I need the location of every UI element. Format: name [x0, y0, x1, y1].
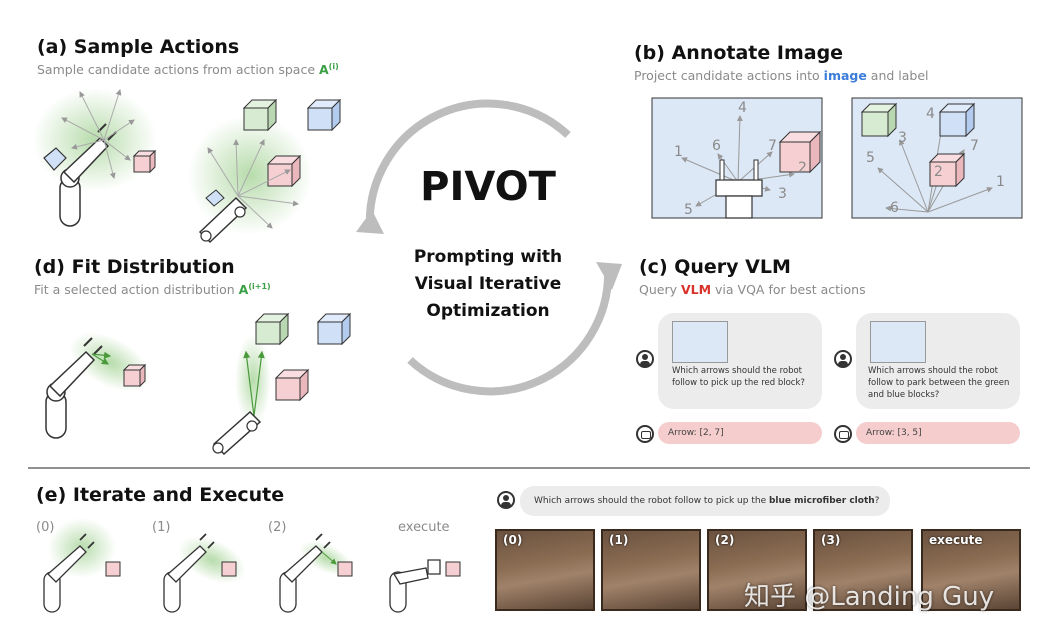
annotate-left-arrow-label: 4	[738, 100, 747, 116]
iterate-robot-1	[163, 533, 246, 613]
fit-arm-robot	[45, 332, 151, 439]
iteration-label-2: (2)	[268, 520, 287, 535]
query-answer-1: Arrow: [2, 7]	[658, 422, 822, 444]
annotate-right-arrow-label: 5	[866, 150, 875, 166]
photo-label: (1)	[609, 533, 629, 547]
annotate-left-arrow-label: 7	[768, 138, 777, 154]
image-highlight: image	[823, 68, 867, 83]
section-a-subtitle: Sample candidate actions from action spa…	[37, 62, 339, 77]
query-bubble-1: Which arrows should the robot follow to …	[658, 313, 822, 409]
section-a-title: (a) Sample Actions	[37, 36, 240, 58]
annotate-left-arrow-label: 5	[684, 202, 693, 218]
fit-vehicle-robot	[212, 312, 352, 456]
robot-avatar-icon	[834, 425, 852, 443]
action-space-superscript: (i)	[328, 62, 339, 71]
execute-question-post: ?	[874, 496, 880, 506]
execute-question-pre: Which arrows should the robot follow to …	[534, 496, 769, 506]
iterate-robot-2	[279, 533, 353, 613]
pivot-line-1: Prompting with	[413, 247, 563, 267]
distribution-symbol: A	[238, 282, 249, 298]
query-bubble-2: Which arrows should the robot follow to …	[856, 313, 1020, 409]
section-d-title: (d) Fit Distribution	[34, 256, 235, 278]
execute-query-bubble: Which arrows should the robot follow to …	[520, 486, 890, 516]
photo-label: execute	[929, 533, 983, 547]
query-answer-2: Arrow: [3, 5]	[856, 422, 1020, 444]
iteration-label-1: (1)	[152, 520, 171, 535]
section-b-subtitle-pre: Project candidate actions into	[634, 68, 824, 83]
pivot-expansion: Prompting with Visual Iterative Optimiza…	[398, 244, 578, 325]
section-a-subtitle-text: Sample candidate actions from action spa…	[37, 62, 319, 78]
annotate-right-arrow-label: 3	[898, 130, 907, 146]
user-avatar-icon	[636, 350, 654, 368]
execution-photo-execute: execute	[921, 529, 1021, 611]
execution-photo-2: (2)	[707, 529, 807, 611]
iterate-robot-0	[43, 518, 121, 613]
annotate-right-arrow-label: 7	[970, 138, 979, 154]
execution-photo-1: (1)	[601, 529, 701, 611]
query-question-1: Which arrows should the robot follow to …	[672, 366, 805, 388]
iteration-label-0: (0)	[36, 520, 55, 535]
annotate-left-arrow-label: 6	[712, 138, 721, 154]
pivot-line-2: Visual Iterative	[414, 274, 562, 294]
annotate-panel-right	[851, 97, 1023, 219]
photo-label: (0)	[503, 533, 523, 547]
section-c-subtitle-pre: Query	[639, 282, 681, 297]
query-question-2: Which arrows should the robot follow to …	[868, 366, 1010, 400]
annotate-left-arrow-label: 1	[674, 144, 683, 160]
execution-photo-0: (0)	[495, 529, 595, 611]
annotate-left-arrow-label: 2	[798, 160, 807, 176]
execution-photo-3: (3)	[813, 529, 913, 611]
cycle-arrows	[356, 99, 622, 396]
photo-label: (3)	[821, 533, 841, 547]
iteration-label-execute: execute	[398, 520, 450, 535]
pivot-line-3: Optimization	[426, 301, 550, 321]
sample-vehicle-robot	[188, 98, 342, 244]
robot-avatar-icon	[636, 425, 654, 443]
annotate-right-arrow-label: 6	[890, 200, 899, 216]
sample-arm-robot	[33, 88, 157, 227]
user-avatar-icon	[834, 350, 852, 368]
section-d-subtitle-text: Fit a selected action distribution	[34, 282, 239, 298]
section-b-subtitle: Project candidate actions into image and…	[634, 68, 929, 83]
execute-question-object: blue microfiber cloth	[768, 496, 875, 506]
watermark-text: 知乎 @Landing Guy	[744, 582, 995, 612]
iterate-robot-execute	[389, 559, 461, 613]
section-c-title: (c) Query VLM	[639, 256, 791, 278]
pivot-title: PIVOT	[420, 164, 556, 210]
distribution-superscript: (i+1)	[248, 282, 271, 291]
photo-label: (2)	[715, 533, 735, 547]
section-c-subtitle-post: via VQA for best actions	[711, 282, 866, 297]
annotate-left-arrow-label: 3	[778, 186, 787, 202]
annotate-right-labels: 3 4 7 5 2 1 6	[866, 106, 1005, 216]
user-avatar-icon	[497, 491, 515, 509]
section-e-title: (e) Iterate and Execute	[36, 484, 285, 506]
annotate-left-labels: 1 4 6 7 23 5	[674, 100, 807, 218]
query-thumbnail-2	[870, 321, 926, 363]
annotate-right-arrow-label: 1	[996, 174, 1005, 190]
query-thumbnail-1	[672, 321, 728, 363]
annotate-right-arrow-label: 4	[926, 106, 935, 122]
annotate-right-arrow-label: 2	[934, 164, 943, 180]
section-c-subtitle: Query VLM via VQA for best actions	[639, 282, 866, 297]
section-b-title: (b) Annotate Image	[634, 42, 844, 64]
action-space-symbol: A	[318, 62, 329, 78]
vlm-highlight: VLM	[680, 282, 712, 297]
section-b-subtitle-post: and label	[866, 68, 929, 83]
section-d-subtitle: Fit a selected action distribution A(i+1…	[34, 282, 271, 297]
annotate-panel-left	[651, 97, 823, 219]
